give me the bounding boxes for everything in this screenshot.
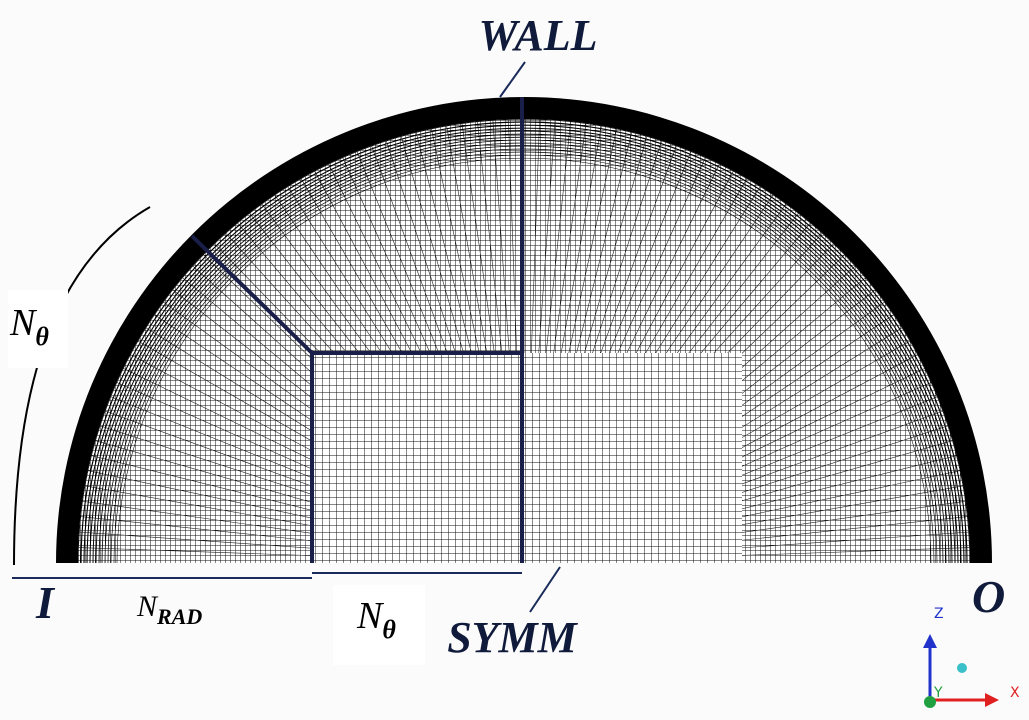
symm-label: SYMM [447, 613, 578, 662]
inlet-label: I [35, 577, 56, 628]
z-axis-arrow-icon [923, 634, 937, 648]
block-edges [190, 97, 524, 563]
mesh-core-block [312, 353, 742, 563]
n-theta-bottom-label: Nθ [356, 595, 396, 644]
mesh-arc-line [78, 119, 970, 563]
wall-leader [499, 61, 526, 98]
y-axis-label: Y [933, 685, 943, 701]
y-axis-dot-icon [924, 696, 936, 708]
x-axis-arrow-icon [985, 693, 999, 707]
axis-triad: Z Y X [923, 606, 1020, 708]
symm-leader [529, 566, 561, 613]
block-edge-left-diagonal [190, 234, 314, 355]
view-origin-dot-icon [957, 663, 967, 673]
x-axis-label: X [1010, 685, 1020, 701]
leader-lines [12, 61, 561, 613]
n-theta-left-patch [8, 290, 68, 368]
n-rad-label: NRAD [136, 590, 202, 629]
z-axis-label: Z [934, 606, 944, 622]
n-theta-left-label: Nθ [9, 302, 49, 351]
wall-label: WALL [479, 11, 598, 60]
n-theta-bottom-patch [333, 585, 425, 665]
outlet-label: O [972, 571, 1005, 622]
